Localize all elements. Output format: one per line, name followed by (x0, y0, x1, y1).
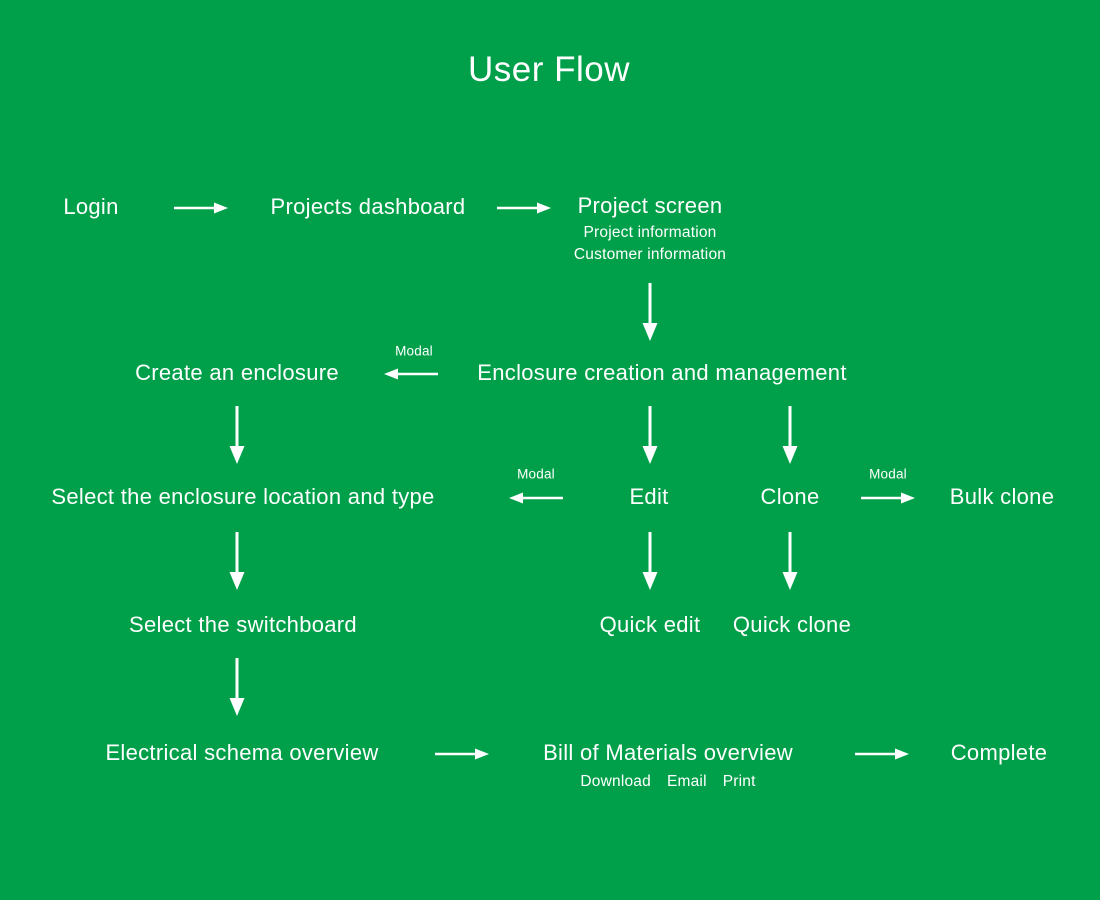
arrow-down-icon (781, 406, 799, 464)
arrow-down-icon (641, 406, 659, 464)
arrow-right-icon (174, 201, 228, 215)
flow-node-bill-of-materials: Bill of Materials overview (543, 740, 793, 765)
arrow-right-icon (435, 747, 489, 761)
flow-subnode-customer-information: Customer information (573, 246, 727, 263)
arrow-left-icon (384, 367, 438, 381)
arrow-down-icon (641, 532, 659, 590)
modal-label: Modal (395, 343, 433, 359)
arrow-down-icon (781, 532, 799, 590)
flow-node-login: Login (63, 194, 119, 219)
flow-node-quick-edit: Quick edit (599, 612, 701, 637)
flow-node-quick-clone: Quick clone (732, 612, 852, 637)
bom-actions: Download Email Print (580, 773, 755, 791)
flow-node-enclosure-management: Enclosure creation and management (477, 360, 847, 385)
flow-node-complete: Complete (950, 740, 1048, 765)
flow-node-select-location: Select the enclosure location and type (51, 484, 435, 509)
arrow-down-icon (228, 532, 246, 590)
arrow-right-icon (855, 747, 909, 761)
modal-label: Modal (517, 466, 555, 482)
flow-node-projects-dashboard: Projects dashboard (270, 194, 466, 219)
bom-action-print: Print (722, 773, 756, 790)
flow-node-project-screen: Project screen (577, 193, 723, 218)
flow-node-electrical-schema: Electrical schema overview (105, 740, 379, 765)
flow-node-select-switchboard: Select the switchboard (129, 612, 357, 637)
modal-label: Modal (869, 466, 907, 482)
arrow-down-icon (641, 283, 659, 341)
page-title: User Flow (467, 50, 631, 89)
bom-action-download: Download (580, 773, 651, 790)
arrow-down-icon (228, 406, 246, 464)
flow-node-bulk-clone: Bulk clone (949, 484, 1055, 509)
arrow-down-icon (228, 658, 246, 716)
flow-node-clone: Clone (760, 484, 820, 509)
arrow-right-icon (861, 491, 915, 505)
arrow-left-icon (509, 491, 563, 505)
flow-node-create-enclosure: Create an enclosure (135, 360, 339, 385)
flow-node-edit: Edit (629, 484, 669, 509)
arrow-right-icon (497, 201, 551, 215)
bom-action-email: Email (666, 773, 707, 790)
flow-subnode-project-information: Project information (583, 224, 717, 241)
